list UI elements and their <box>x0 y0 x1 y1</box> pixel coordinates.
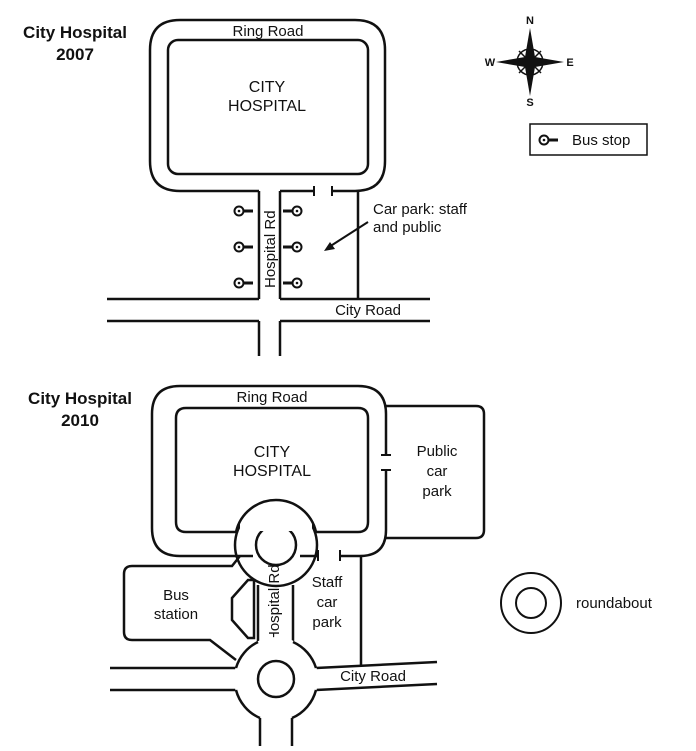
roundabout-south-arc-ne <box>292 640 318 669</box>
compass-rose: N S E W <box>485 15 574 109</box>
compass-n-label: N <box>526 15 534 27</box>
ring-road-2007-label: Ring Road <box>233 23 304 40</box>
public-car-park-line3: park <box>422 483 452 500</box>
city-road-2010-north-east <box>315 660 438 670</box>
compass-east-icon <box>530 57 564 67</box>
ring-road-2010-south-east <box>340 529 388 558</box>
hospital-rd-2007-label: Hospital Rd <box>262 210 279 288</box>
bus-stop-icon <box>233 277 253 289</box>
compass-south-icon <box>525 62 535 96</box>
city-road-2007-label: City Road <box>335 302 401 319</box>
bus-stop-icon <box>283 205 303 217</box>
public-car-park-line1: Public <box>417 443 458 460</box>
map-2007-title-line2: 2007 <box>56 45 94 64</box>
hospital-2010-line1: CITY <box>254 444 291 461</box>
roundabout-north-top-arc <box>234 498 318 533</box>
hospital-2007-line2: HOSPITAL <box>228 98 306 115</box>
roundabout-south-arc-nw <box>234 640 259 669</box>
legend-roundabout: roundabout <box>500 572 653 634</box>
ring-road-2010-label: Ring Road <box>237 389 308 406</box>
roundabout-icon <box>500 572 562 634</box>
hospital-rd-2010-label: Hospital Rd <box>266 564 283 642</box>
bus-station-island <box>230 578 256 640</box>
bus-stop-icon <box>283 277 303 289</box>
roundabout-south-arc-se <box>291 689 318 720</box>
public-car-park <box>386 404 486 540</box>
car-park-2007-line2: and public <box>373 219 442 236</box>
compass-e-label: E <box>566 57 573 69</box>
bus-station-line1: Bus <box>163 587 189 604</box>
ring-road-2010-outer <box>150 384 388 558</box>
map-2007-title-line1: City Hospital <box>23 23 127 42</box>
compass-s-label: S <box>526 97 533 109</box>
arrow-head-icon <box>324 242 335 251</box>
bus-stops-2007 <box>233 205 303 289</box>
compass-w-label: W <box>485 57 496 69</box>
bus-stop-icon <box>233 205 253 217</box>
city-hospital-2010 <box>174 406 370 534</box>
bus-stop-icon <box>538 134 558 146</box>
car-park-2007-arrow <box>328 221 369 248</box>
legend-bus-stop-label: Bus stop <box>572 132 630 149</box>
bus-stop-icon <box>233 241 253 253</box>
public-car-park-line2: car <box>427 463 448 480</box>
roundabout-south-island <box>256 659 296 699</box>
compass-north-icon <box>525 28 535 62</box>
bus-stop-icon <box>283 241 303 253</box>
city-road-2010-label: City Road <box>340 668 406 685</box>
hospital-2010-line2: HOSPITAL <box>233 463 311 480</box>
city-road-2010-south-east <box>315 682 438 692</box>
bus-station-line2: station <box>154 606 198 623</box>
legend-roundabout-label: roundabout <box>576 595 653 612</box>
car-park-2007-line1: Car park: staff <box>373 201 468 218</box>
compass-west-icon <box>496 57 530 67</box>
staff-car-park-line3: park <box>312 614 342 631</box>
legend-bus-stop: Bus stop <box>529 123 648 156</box>
roundabout-south-arc-sw <box>234 689 261 720</box>
ring-road-2007-outer <box>148 18 387 193</box>
staff-car-park-line2: car <box>317 594 338 611</box>
map-2007: City Hospital 2007 CITY HOSPITAL Ring Ro… <box>23 18 468 356</box>
map-2010: City Hospital 2010 CITY HOSPITAL Ring Ro… <box>28 384 486 746</box>
bus-station <box>122 555 241 661</box>
map-2010-title-line1: City Hospital <box>28 389 132 408</box>
city-hospital-2007 <box>166 38 370 176</box>
map-2010-title-line2: 2010 <box>61 411 99 430</box>
staff-car-park-line1: Staff <box>312 574 343 591</box>
hospital-2007-line1: CITY <box>249 79 286 96</box>
